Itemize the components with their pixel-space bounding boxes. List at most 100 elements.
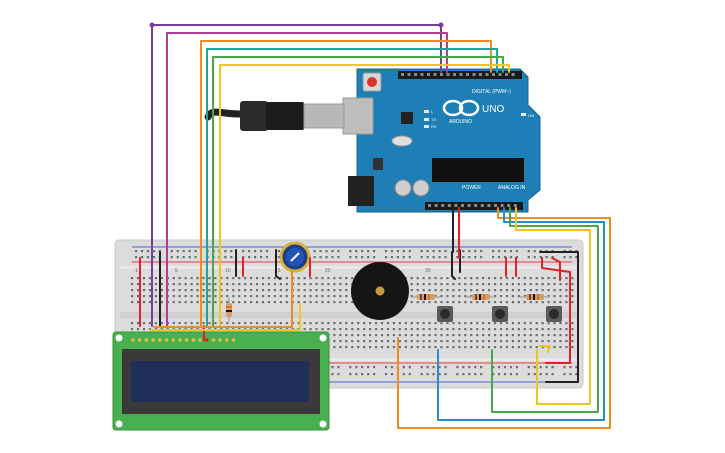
breadboard-hole[interactable]: [339, 283, 342, 286]
breadboard-hole[interactable]: [511, 328, 514, 331]
breadboard-hole[interactable]: [152, 250, 156, 253]
breadboard-hole[interactable]: [142, 322, 146, 325]
breadboard-hole[interactable]: [331, 373, 334, 376]
breadboard-hole[interactable]: [553, 283, 556, 286]
breadboard-hole[interactable]: [148, 289, 152, 292]
breadboard-hole[interactable]: [523, 340, 526, 343]
breadboard-hole[interactable]: [565, 322, 568, 325]
digital-pin[interactable]: [433, 73, 437, 76]
breadboard-hole[interactable]: [571, 289, 574, 292]
breadboard-hole[interactable]: [535, 289, 538, 292]
digital-pin[interactable]: [446, 73, 450, 76]
breadboard-hole[interactable]: [482, 322, 485, 325]
breadboard-hole[interactable]: [160, 289, 163, 292]
resistor-lcd-backlight[interactable]: [226, 298, 232, 322]
breadboard-hole[interactable]: [261, 289, 265, 292]
breadboard-hole[interactable]: [571, 283, 574, 286]
breadboard-hole[interactable]: [499, 334, 503, 337]
breadboard-hole[interactable]: [440, 328, 443, 331]
breadboard-hole[interactable]: [547, 328, 550, 331]
breadboard-hole[interactable]: [131, 322, 134, 325]
breadboard-hole[interactable]: [553, 289, 556, 292]
breadboard-hole[interactable]: [416, 277, 419, 280]
breadboard-hole[interactable]: [476, 340, 479, 343]
breadboard-hole[interactable]: [428, 334, 431, 337]
breadboard-hole[interactable]: [505, 277, 509, 280]
breadboard-hole[interactable]: [384, 366, 388, 369]
breadboard-hole[interactable]: [535, 301, 538, 304]
breadboard-hole[interactable]: [438, 250, 441, 253]
power-analog-pin[interactable]: [461, 204, 464, 207]
breadboard-hole[interactable]: [142, 289, 146, 292]
breadboard-hole[interactable]: [464, 283, 467, 286]
breadboard-hole[interactable]: [244, 322, 247, 325]
breadboard-hole[interactable]: [267, 301, 271, 304]
breadboard-hole[interactable]: [434, 334, 437, 337]
breadboard-hole[interactable]: [172, 289, 175, 292]
breadboard-hole[interactable]: [357, 322, 360, 325]
breadboard-hole[interactable]: [172, 295, 175, 298]
breadboard-hole[interactable]: [384, 250, 388, 253]
breadboard-hole[interactable]: [404, 340, 407, 343]
breadboard-hole[interactable]: [244, 289, 247, 292]
breadboard-hole[interactable]: [462, 256, 465, 259]
breadboard-hole[interactable]: [277, 250, 280, 253]
breadboard-hole[interactable]: [142, 295, 146, 298]
breadboard-hole[interactable]: [547, 334, 550, 337]
lcd-pin[interactable]: [131, 338, 135, 342]
breadboard-hole[interactable]: [529, 334, 532, 337]
breadboard-hole[interactable]: [248, 250, 251, 253]
breadboard-hole[interactable]: [361, 373, 364, 376]
breadboard-hole[interactable]: [499, 283, 503, 286]
power-analog-pin[interactable]: [454, 204, 458, 207]
breadboard-hole[interactable]: [456, 250, 459, 253]
breadboard-hole[interactable]: [297, 322, 300, 325]
wire-black[interactable]: [275, 249, 281, 280]
breadboard-hole[interactable]: [541, 346, 544, 349]
breadboard-hole[interactable]: [208, 295, 211, 298]
breadboard-hole[interactable]: [515, 373, 518, 376]
wire-red[interactable]: [551, 257, 561, 281]
breadboard-hole[interactable]: [224, 250, 227, 253]
breadboard-hole[interactable]: [355, 256, 358, 259]
breadboard-hole[interactable]: [527, 250, 530, 253]
breadboard-hole[interactable]: [553, 322, 556, 325]
breadboard-hole[interactable]: [345, 322, 348, 325]
breadboard-hole[interactable]: [480, 256, 483, 259]
power-analog-pin[interactable]: [474, 204, 478, 207]
breadboard-hole[interactable]: [321, 289, 324, 292]
breadboard-hole[interactable]: [285, 322, 288, 325]
breadboard-hole[interactable]: [345, 328, 348, 331]
breadboard-hole[interactable]: [380, 328, 384, 331]
breadboard-hole[interactable]: [428, 289, 431, 292]
breadboard-hole[interactable]: [255, 277, 259, 280]
breadboard-hole[interactable]: [426, 366, 429, 369]
breadboard-hole[interactable]: [559, 340, 562, 343]
breadboard-hole[interactable]: [511, 334, 514, 337]
breadboard-hole[interactable]: [267, 289, 271, 292]
breadboard-hole[interactable]: [392, 322, 395, 325]
breadboard-hole[interactable]: [565, 340, 568, 343]
breadboard-hole[interactable]: [238, 283, 241, 286]
breadboard-hole[interactable]: [559, 346, 562, 349]
wire-teal[interactable]: [206, 48, 498, 327]
breadboard-hole[interactable]: [142, 277, 146, 280]
breadboard-hole[interactable]: [539, 256, 542, 259]
breadboard-hole[interactable]: [446, 346, 449, 349]
breadboard-hole[interactable]: [345, 277, 348, 280]
power-analog-pin[interactable]: [467, 204, 471, 207]
breadboard-hole[interactable]: [154, 295, 157, 298]
breadboard-hole[interactable]: [297, 277, 300, 280]
breadboard-hole[interactable]: [529, 289, 532, 292]
breadboard-hole[interactable]: [261, 283, 265, 286]
breadboard-hole[interactable]: [178, 301, 181, 304]
breadboard-hole[interactable]: [470, 289, 473, 292]
breadboard-hole[interactable]: [533, 250, 536, 253]
breadboard-hole[interactable]: [136, 295, 140, 298]
breadboard-hole[interactable]: [458, 328, 461, 331]
breadboard-hole[interactable]: [410, 334, 413, 337]
breadboard-hole[interactable]: [410, 328, 413, 331]
breadboard-hole[interactable]: [202, 289, 205, 292]
digital-pin[interactable]: [440, 73, 443, 76]
breadboard-hole[interactable]: [428, 277, 431, 280]
